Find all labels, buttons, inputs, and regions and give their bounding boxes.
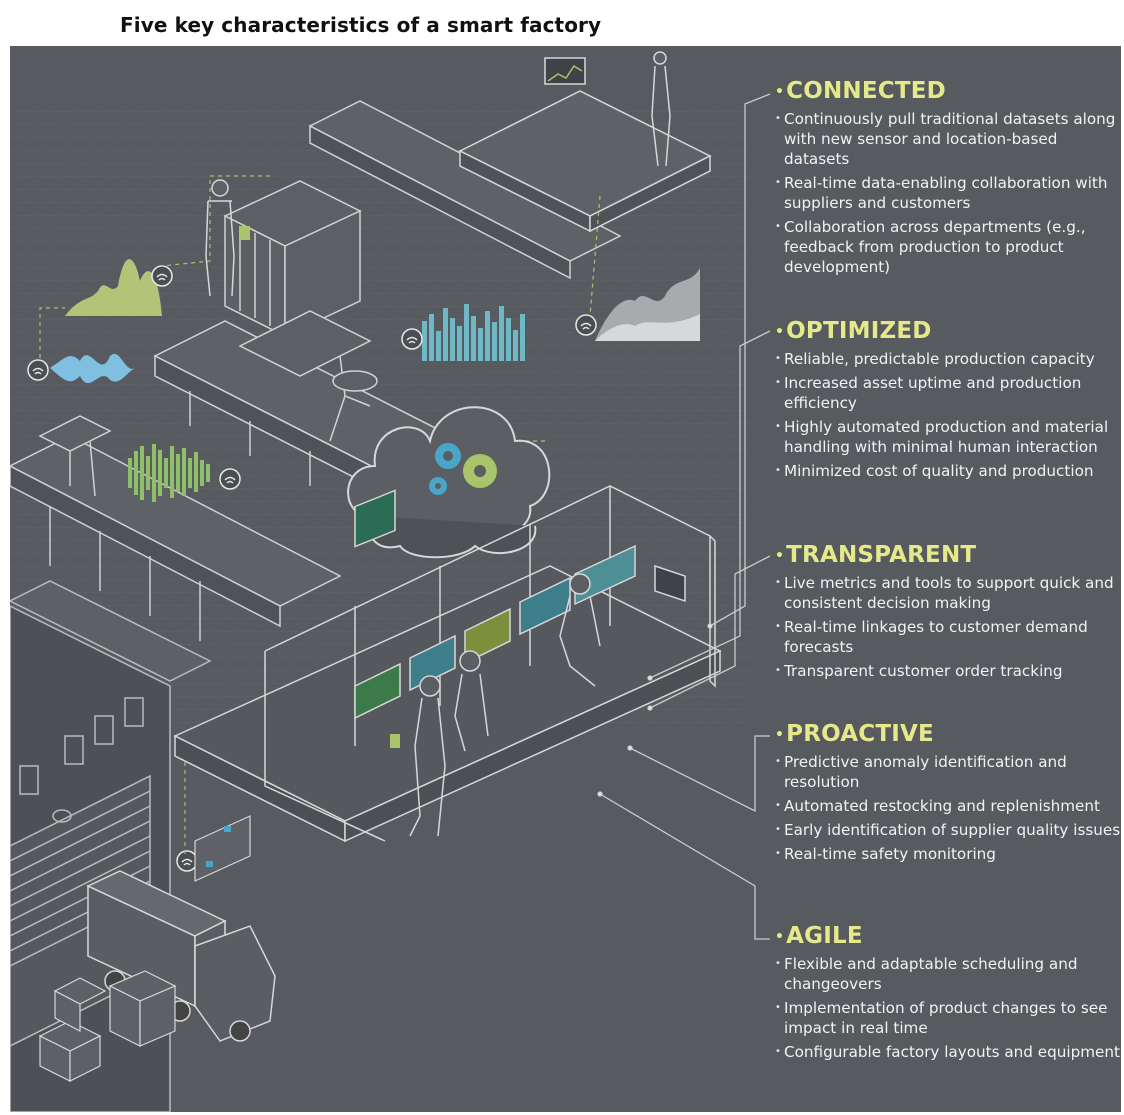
list-item: Real-time linkages to customer demand fo… [775,617,1121,657]
list-item: Minimized cost of quality and production [775,461,1121,481]
list-item: Automated restocking and replenishment [775,796,1121,816]
green-area-chart-icon [65,259,162,316]
list-item: Reliable, predictable production capacit… [775,349,1121,369]
callout-lines [597,93,771,940]
list-item: Predictive anomaly identification and re… [775,752,1121,792]
conveyor-icon [10,100,622,641]
section-transparent: •TRANSPARENT Live metrics and tools to s… [775,542,1121,685]
list-item: Real-time data-enabling collaboration wi… [775,173,1121,213]
section-proactive: •PROACTIVE Predictive anomaly identifica… [775,721,1121,868]
teal-bar-chart-icon [422,304,525,361]
list-item: Flexible and adaptable scheduling and ch… [775,954,1121,994]
list-item: Collaboration across departments (e.g., … [775,217,1121,277]
green-bar-chart-icon [128,444,210,502]
section-list: Continuously pull traditional datasets a… [775,109,1121,277]
list-item: Early identification of supplier quality… [775,820,1121,840]
bullet-dot: • [775,83,785,100]
list-item: Implementation of product changes to see… [775,998,1121,1038]
list-item: Live metrics and tools to support quick … [775,573,1121,613]
truck-icon [86,870,276,1042]
bullet-dot: • [775,547,785,564]
bullet-dot: • [775,726,785,743]
section-heading: TRANSPARENT [786,542,977,568]
bullet-dot: • [775,928,785,945]
wifi-icon [27,265,597,872]
monitor-icon [354,544,686,720]
list-item: Transparent customer order tracking [775,661,1121,681]
boxes [38,970,177,1082]
page-title: Five key characteristics of a smart fact… [120,13,602,37]
section-optimized: •OPTIMIZED Reliable, predictable product… [775,318,1121,485]
section-heading: CONNECTED [786,78,946,104]
worker-icon [205,179,250,297]
bullet-dot: • [775,323,785,340]
smart-factory-illustration [10,51,771,1112]
section-list: Predictive anomaly identification and re… [775,752,1121,864]
list-item: Increased asset uptime and production ef… [775,373,1121,413]
section-agile: •AGILE Flexible and adaptable scheduling… [775,923,1121,1066]
list-item: Configurable factory layouts and equipme… [775,1042,1121,1062]
infographic-panel: •CONNECTED Continuously pull traditional… [10,46,1121,1112]
list-item: Continuously pull traditional datasets a… [775,109,1121,169]
section-list: Live metrics and tools to support quick … [775,573,1121,681]
cloud-icon [347,406,551,559]
gear-icon [429,443,497,495]
list-item: Real-time safety monitoring [775,844,1121,864]
section-heading: OPTIMIZED [786,318,932,344]
blue-waveform-icon [50,353,135,384]
section-heading: PROACTIVE [786,721,934,747]
section-list: Reliable, predictable production capacit… [775,349,1121,481]
control-room [173,485,722,843]
top-office [458,51,712,233]
calendar-icon [194,815,251,882]
warehouse-building [10,580,212,1112]
grey-area-chart-icon [595,268,700,341]
section-list: Flexible and adaptable scheduling and ch… [775,954,1121,1062]
section-connected: •CONNECTED Continuously pull traditional… [775,78,1121,281]
section-heading: AGILE [786,923,863,949]
robot-arm-icon [38,180,378,497]
operator-icon [390,573,601,837]
list-item: Highly automated production and material… [775,417,1121,457]
